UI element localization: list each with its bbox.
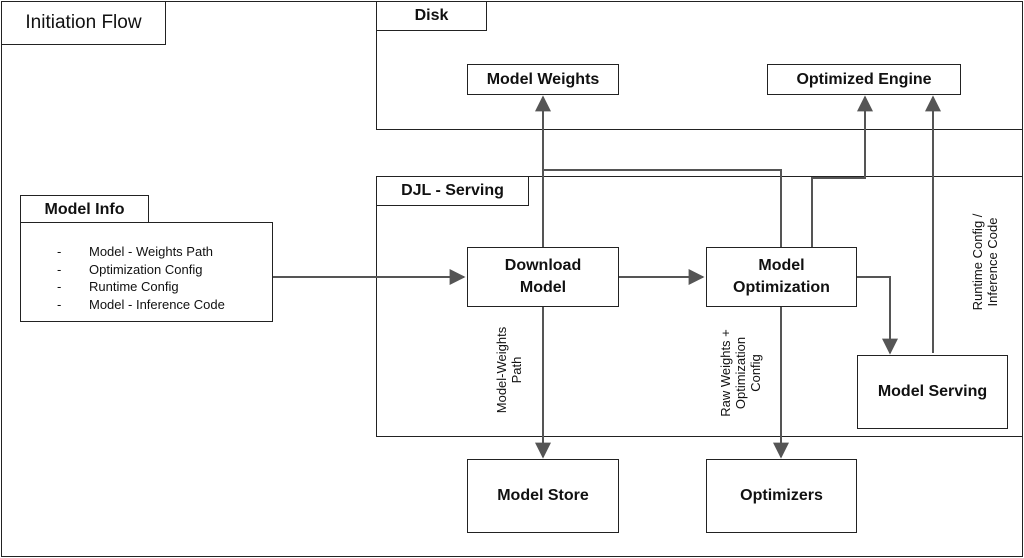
optimized-engine-node: Optimized Engine xyxy=(767,64,961,95)
disk-group-label: Disk xyxy=(376,1,487,31)
optimizers-label: Optimizers xyxy=(740,487,823,504)
model-info-list: Model - Weights Path Optimization Config… xyxy=(57,243,225,313)
djl-serving-group-label: DJL - Serving xyxy=(376,176,529,206)
disk-group-label-text: Disk xyxy=(414,7,449,24)
edge-label-raw-weights-config: Raw Weights + Optimization Config xyxy=(718,329,763,417)
list-item: Runtime Config xyxy=(57,278,225,296)
djl-serving-group-label-text: DJL - Serving xyxy=(401,182,504,199)
model-weights-label: Model Weights xyxy=(486,70,600,88)
disk-group xyxy=(376,1,1023,130)
download-model-node: Download Model xyxy=(467,247,619,307)
line-weights-to-optimization xyxy=(543,169,782,247)
model-optimization-node: Model Optimization xyxy=(706,247,857,307)
download-model-label: Download Model xyxy=(504,257,582,296)
list-item: Model - Inference Code xyxy=(57,296,225,314)
optimizers-node: Optimizers xyxy=(706,459,857,533)
diagram-title: Initiation Flow xyxy=(1,1,166,45)
model-store-node: Model Store xyxy=(467,459,619,533)
diagram-title-text: Initiation Flow xyxy=(25,12,142,33)
model-store-label: Model Store xyxy=(497,487,589,504)
model-optimization-label: Model Optimization xyxy=(733,257,830,296)
model-serving-node: Model Serving xyxy=(857,355,1008,429)
optimized-engine-label: Optimized Engine xyxy=(796,70,932,88)
arrow-optimization-to-engine xyxy=(811,95,873,247)
list-item: Model - Weights Path xyxy=(57,243,225,261)
model-info-title-text: Model Info xyxy=(44,200,125,218)
model-weights-node: Model Weights xyxy=(467,64,619,95)
edge-label-runtime-inference: Runtime Config / Inference Code xyxy=(970,213,1000,311)
djl-serving-group xyxy=(376,176,1023,437)
arrow-optimization-to-serving xyxy=(857,276,898,355)
model-serving-label: Model Serving xyxy=(877,383,988,400)
list-item: Optimization Config xyxy=(57,261,225,279)
edge-label-model-weights-path: Model-Weights Path xyxy=(494,326,524,414)
model-info-title: Model Info xyxy=(20,195,149,224)
